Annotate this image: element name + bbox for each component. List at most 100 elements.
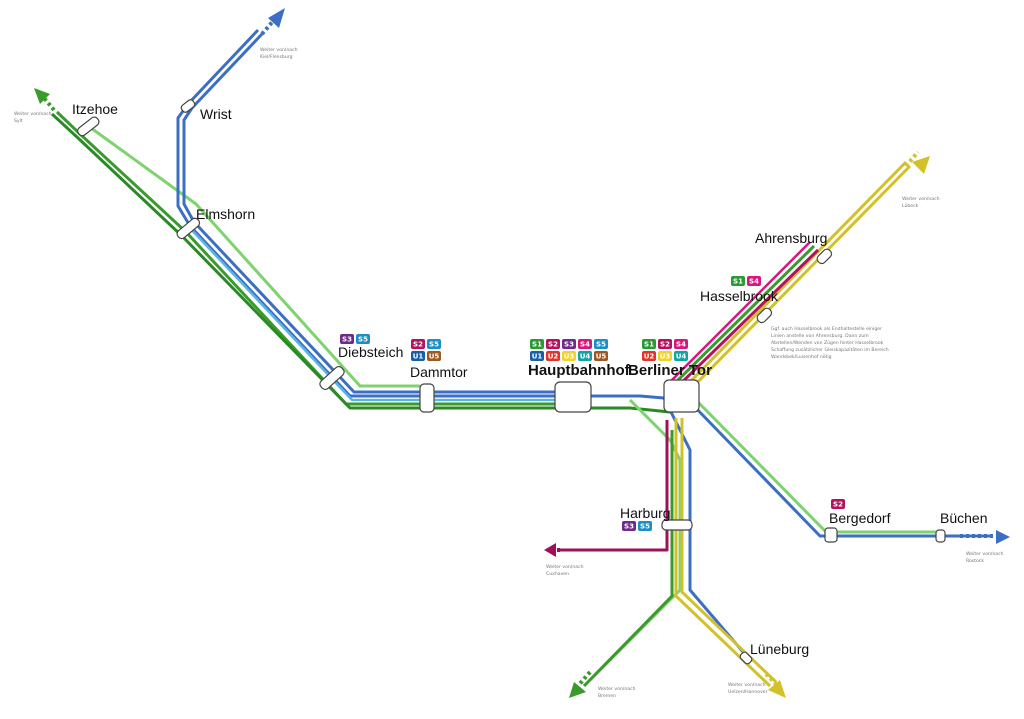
badge-label-dammtor-s-s5: S5 [429, 341, 439, 349]
badge-label-bt-s-s4: S4 [676, 341, 686, 349]
badge-hbf-u-u4 [578, 351, 592, 361]
route-lines [42, 18, 994, 690]
continuation-kiel-dashed [260, 18, 276, 36]
badge-dammtor-s-s2 [411, 339, 425, 349]
badge-label-hbf-s-s2: S2 [548, 341, 558, 349]
badge-dammtor-s-s5 [427, 339, 441, 349]
badge-label-hbf-u-u2: U2 [548, 353, 559, 361]
arrow-bremen [569, 682, 586, 698]
badge-label-harburg-s3: S3 [624, 523, 634, 531]
badge-label-hbf-s-s1: S1 [532, 341, 542, 349]
line-harburg-yellow-1 [674, 418, 772, 688]
badge-label-bt-u-u3: U3 [660, 353, 671, 361]
arrows [34, 8, 1010, 698]
badge-label-diebsteich-s5: S5 [358, 336, 368, 344]
badge-label-hbf-u-u3: U3 [564, 353, 575, 361]
marker-berliner-tor [663, 379, 700, 413]
note-kiel-1: Weiter von/nach [260, 47, 298, 53]
line-buechen-blue [688, 400, 990, 538]
arrow-uelzen [768, 680, 786, 698]
marker-harburg [661, 519, 693, 531]
badge-label-diebsteich-s3: S3 [342, 336, 352, 344]
badge-diebsteich-s5 [356, 334, 370, 344]
line-ahrensburg-green [670, 244, 816, 388]
continuation-notes: Weiter von/nach Kiel/Flensburg Weiter vo… [14, 47, 1004, 699]
badge-label-hbf-u-u5: U5 [596, 353, 607, 361]
line-bergedorf-green [692, 396, 940, 534]
marker-wrist [180, 99, 196, 113]
badge-label-bt-s-s2: S2 [660, 341, 670, 349]
badge-label-dammtor-u-u5: U5 [429, 353, 440, 361]
badge-label-bt-s-s1: S1 [644, 341, 654, 349]
station-markers [77, 99, 946, 665]
note-kiel-2: Kiel/Flensburg [260, 54, 293, 60]
note-uelzen-2: Uelzen/Hannover [728, 689, 768, 695]
badge-harburg-s3 [622, 521, 636, 531]
station-label-ahrensburg: Ahrensburg [755, 230, 827, 246]
badge-hbf-s-s3 [562, 339, 576, 349]
line-sylt-dark-green-1 [55, 110, 560, 406]
line-elmshorn-cyan [187, 225, 560, 402]
note-luebeck-2: Lübeck [902, 203, 919, 209]
badge-hbf-s-s5 [594, 339, 608, 349]
station-labels: Itzehoe Wrist Elmshorn Diebsteich Dammto… [72, 101, 987, 657]
arrow-luebeck [912, 156, 930, 174]
note-hasselbrook-1: Ggf. auch Hasselbrook als Endhaltestelle… [771, 326, 882, 332]
station-label-hauptbahnhof: Hauptbahnhof [528, 362, 631, 379]
note-sylt-2: Sylt [14, 118, 23, 124]
badge-hbf-s-s4 [578, 339, 592, 349]
marker-itzehoe [77, 116, 100, 137]
badge-label-hbf-s-s4: S4 [580, 341, 590, 349]
badge-bt-s-s4 [674, 339, 688, 349]
line-luebeck-yellow-2 [678, 160, 908, 394]
badge-hbf-u-u1 [530, 351, 544, 361]
marker-buechen [935, 529, 946, 543]
badge-bt-u-u2 [642, 351, 656, 361]
badge-hasselbrook-s1 [731, 276, 745, 286]
line-bremen-green [582, 430, 674, 688]
note-rostock-2: Rostock [966, 558, 984, 564]
station-label-berliner-tor: Berliner Tor [628, 362, 712, 379]
badge-label-hasselbrook-s4: S4 [749, 278, 759, 286]
station-label-itzehoe: Itzehoe [72, 101, 118, 117]
note-cuxhaven-1: Weiter von/nach [546, 564, 584, 570]
line-harburg-magenta [560, 420, 669, 552]
arrow-cuxhaven [544, 543, 556, 557]
badge-label-hbf-u-u4: U4 [580, 353, 591, 361]
arrow-rostock [996, 530, 1010, 544]
badge-dammtor-u-u1 [411, 351, 425, 361]
badge-harburg-s5 [638, 521, 652, 531]
note-hasselbrook-5: Wandsbek/Luisenhof nötig [771, 354, 832, 360]
marker-diebsteich [319, 365, 345, 391]
station-label-wrist: Wrist [200, 106, 232, 122]
arrow-sylt [34, 88, 50, 104]
note-bremen-2: Bremen [598, 693, 616, 699]
note-hasselbrook-4: Schaffung zusätzlicher Gleiskapazitäten … [771, 347, 889, 353]
line-itzehoe-light-green [90, 126, 420, 388]
marker-elmshorn [176, 217, 201, 240]
marker-hauptbahnhof [554, 381, 592, 413]
badge-label-dammtor-u-u1: U1 [413, 353, 424, 361]
marker-dammtor [419, 383, 435, 413]
station-label-hasselbrook: Hasselbrook [700, 288, 779, 304]
station-label-diebsteich: Diebsteich [338, 344, 403, 360]
note-luebeck-1: Weiter von/nach [902, 196, 940, 202]
continuation-sylt-dashed [42, 96, 56, 112]
badge-label-hbf-s-s3: S3 [564, 341, 574, 349]
badge-label-bergedorf-s2: S2 [833, 501, 843, 509]
badge-label-bt-u-u2: U2 [644, 353, 655, 361]
arrow-kiel [268, 8, 285, 28]
station-label-elmshorn: Elmshorn [196, 206, 255, 222]
badge-label-dammtor-s-s2: S2 [413, 341, 423, 349]
badge-hasselbrook-s4 [747, 276, 761, 286]
badge-bt-s-s1 [642, 339, 656, 349]
marker-hasselbrook [756, 307, 773, 324]
badge-hbf-u-u3 [562, 351, 576, 361]
badge-label-hbf-s-s5: S5 [596, 341, 606, 349]
badge-bt-u-u3 [658, 351, 672, 361]
note-hasselbrook-2: Linien anstelle von Ahrensburg. Dann zum [771, 333, 869, 339]
note-cuxhaven-2: Cuxhaven [546, 571, 569, 577]
line-ahrensburg-pink [667, 241, 811, 385]
